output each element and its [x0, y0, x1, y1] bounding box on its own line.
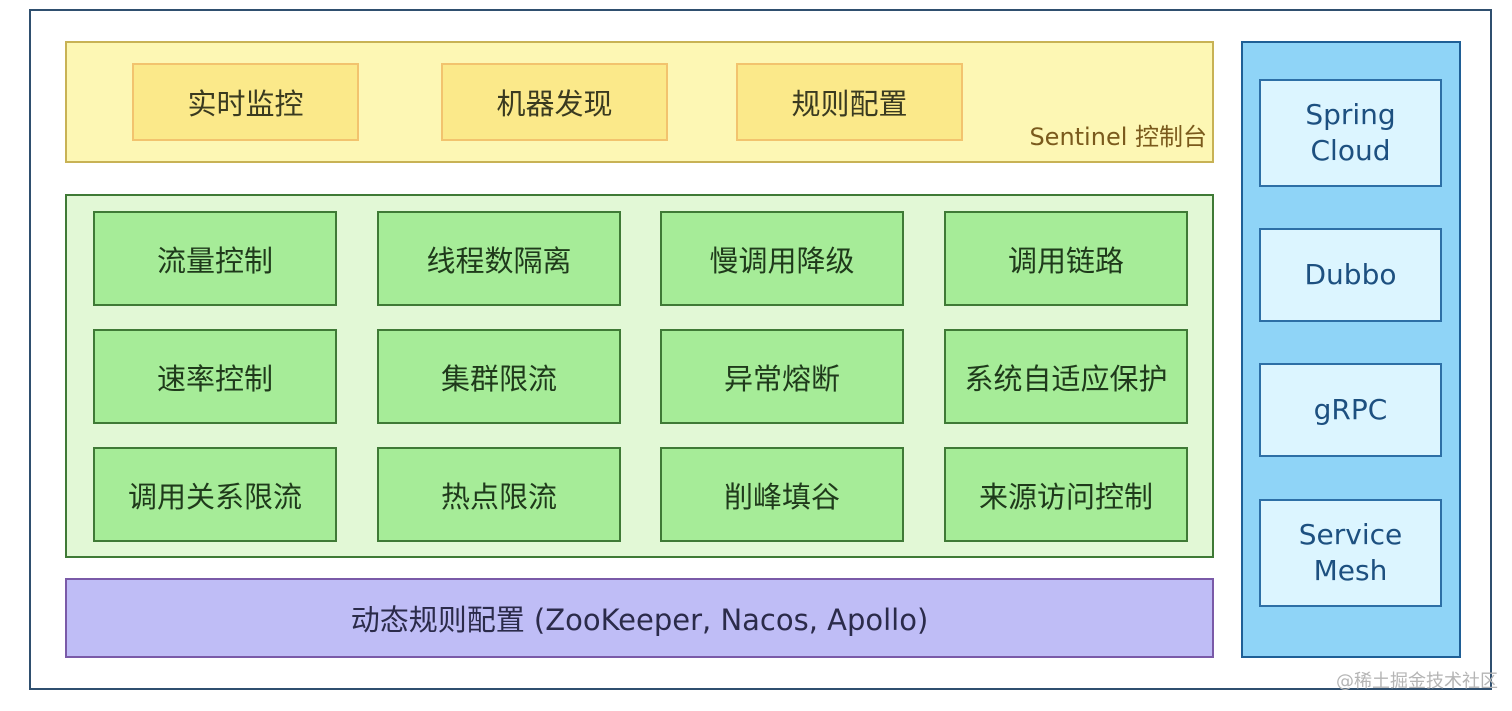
adapter-item-dubbo: Dubbo: [1259, 228, 1442, 322]
core-item: 线程数隔离: [377, 211, 621, 306]
core-item: 流量控制: [93, 211, 337, 306]
adapter-item-spring-cloud: Spring Cloud: [1259, 79, 1442, 187]
console-item-discovery: 机器发现: [441, 63, 668, 141]
core-item: 热点限流: [377, 447, 621, 542]
dynamic-rules-band: 动态规则配置 (ZooKeeper, Nacos, Apollo): [65, 578, 1214, 658]
watermark: @稀土掘金技术社区: [1336, 671, 1498, 692]
adapter-item-service-mesh: Service Mesh: [1259, 499, 1442, 607]
adapter-item-grpc: gRPC: [1259, 363, 1442, 457]
core-item: 来源访问控制: [944, 447, 1188, 542]
core-item: 调用关系限流: [93, 447, 337, 542]
core-item: 削峰填谷: [660, 447, 904, 542]
console-label: Sentinel 控制台: [1029, 123, 1207, 151]
core-item: 系统自适应保护: [944, 329, 1188, 424]
core-item: 集群限流: [377, 329, 621, 424]
core-item: 速率控制: [93, 329, 337, 424]
core-item: 调用链路: [944, 211, 1188, 306]
console-item-rules: 规则配置: [736, 63, 963, 141]
core-item: 慢调用降级: [660, 211, 904, 306]
console-item-monitoring: 实时监控: [132, 63, 359, 141]
core-item: 异常熔断: [660, 329, 904, 424]
